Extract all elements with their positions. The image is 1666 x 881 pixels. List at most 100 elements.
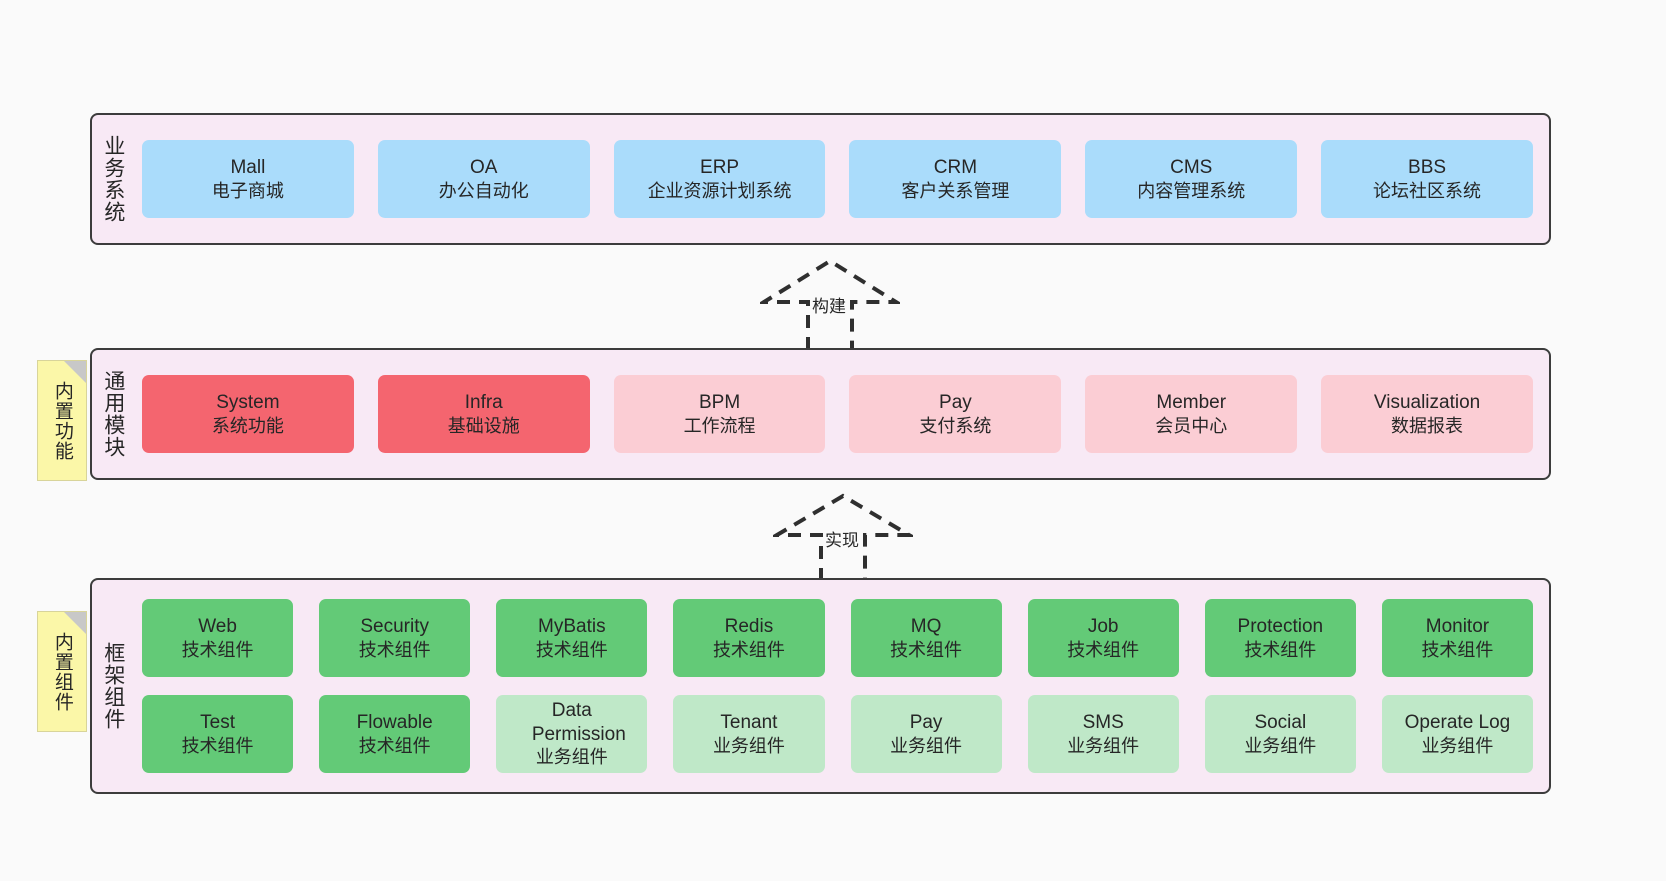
card-cms-en: CMS [1170,157,1213,179]
card-crm-cn: 客户关系管理 [901,180,1010,201]
card-infra[interactable]: Infra 基础设施 [377,375,590,453]
card-job-cn: 技术组件 [1067,639,1140,660]
card-erp-en: ERP [700,157,740,179]
card-redis-cn: 技术组件 [712,639,785,660]
card-visualization[interactable]: Visualization 数据报表 [1321,375,1533,453]
card-data-permission[interactable]: Data Permission 业务组件 [496,695,648,773]
card-job[interactable]: Job 技术组件 [1027,599,1179,677]
card-redis[interactable]: Redis 技术组件 [673,599,825,677]
card-web[interactable]: Web 技术组件 [142,599,294,677]
card-mybatis-en: MyBatis [538,616,606,638]
card-pay-module-cn: 支付系统 [919,415,992,436]
connector-build-label: 构建 [812,297,846,316]
card-mq[interactable]: MQ 技术组件 [850,599,1002,677]
card-social-en: Social [1254,712,1307,734]
card-operate-log[interactable]: Operate Log 业务组件 [1381,695,1533,773]
card-bbs-en: BBS [1408,157,1447,179]
layer-components-body: Web 技术组件 Security 技术组件 MyBatis 技术组件 Redi… [134,580,1549,792]
card-mall-cn: 电子商城 [211,180,284,201]
card-security-en: Security [360,616,429,638]
card-pay-component-cn: 业务组件 [890,735,963,756]
card-monitor-cn: 技术组件 [1421,639,1494,660]
card-pay-component[interactable]: Pay 业务组件 [850,695,1002,773]
layer-components-title: 框架组件 [101,642,125,730]
card-infra-cn: 基础设施 [447,415,520,436]
layer-business-systems: 业务系统 Mall 电子商城 OA 办公自动化 ERP 企业资源计划系统 CRM… [90,113,1551,245]
modules-card-row: System 系统功能 Infra 基础设施 BPM 工作流程 Pay 支付系统… [142,375,1533,453]
card-cms[interactable]: CMS 内容管理系统 [1085,140,1298,218]
card-mall[interactable]: Mall 电子商城 [142,140,354,218]
card-mybatis-cn: 技术组件 [535,639,608,660]
card-tenant-en: Tenant [720,712,778,734]
card-system[interactable]: System 系统功能 [142,375,354,453]
card-test-en: Test [200,712,235,734]
card-erp-cn: 企业资源计划系统 [647,180,792,201]
note-builtin-components: 内置组件 [37,611,87,732]
card-data-permission-en: Data Permission [531,700,626,745]
card-social-cn: 业务组件 [1244,735,1317,756]
card-protection-cn: 技术组件 [1244,639,1317,660]
layer-business-body: Mall 电子商城 OA 办公自动化 ERP 企业资源计划系统 CRM 客户关系… [134,115,1549,243]
card-member-en: Member [1156,392,1227,414]
card-crm-en: CRM [933,157,978,179]
card-oa-en: OA [470,157,498,179]
layer-modules-body: System 系统功能 Infra 基础设施 BPM 工作流程 Pay 支付系统… [134,350,1549,478]
card-infra-en: Infra [464,392,503,414]
card-member[interactable]: Member 会员中心 [1085,375,1298,453]
card-bpm-en: BPM [698,392,741,414]
layer-business-title: 业务系统 [101,135,125,223]
card-crm[interactable]: CRM 客户关系管理 [849,140,1062,218]
card-sms[interactable]: SMS 业务组件 [1027,695,1179,773]
business-card-row: Mall 电子商城 OA 办公自动化 ERP 企业资源计划系统 CRM 客户关系… [142,140,1533,218]
note-builtin-features-text: 内置功能 [51,380,73,461]
card-monitor-en: Monitor [1425,616,1490,638]
card-cms-cn: 内容管理系统 [1137,180,1246,201]
components-tech-row: Web 技术组件 Security 技术组件 MyBatis 技术组件 Redi… [142,599,1533,677]
card-flowable-en: Flowable [356,712,433,734]
card-mq-en: MQ [910,616,942,638]
card-tenant-cn: 业务组件 [712,735,785,756]
card-social[interactable]: Social 业务组件 [1204,695,1356,773]
card-web-cn: 技术组件 [181,639,254,660]
card-protection-en: Protection [1237,616,1324,638]
card-pay-component-en: Pay [909,712,943,734]
note-fold-corner-icon [64,612,86,634]
card-flowable[interactable]: Flowable 技术组件 [319,695,471,773]
card-oa[interactable]: OA 办公自动化 [377,140,590,218]
card-test-cn: 技术组件 [181,735,254,756]
card-test[interactable]: Test 技术组件 [142,695,294,773]
card-redis-en: Redis [724,616,774,638]
card-job-en: Job [1087,616,1119,638]
card-mq-cn: 技术组件 [890,639,963,660]
layer-framework-components: 框架组件 Web 技术组件 Security 技术组件 MyBatis 技术组件… [90,578,1551,794]
card-erp[interactable]: ERP 企业资源计划系统 [613,140,826,218]
card-system-cn: 系统功能 [211,415,284,436]
card-visualization-en: Visualization [1373,392,1481,414]
card-sms-en: SMS [1082,712,1124,734]
card-flowable-cn: 技术组件 [358,735,431,756]
card-pay-module[interactable]: Pay 支付系统 [849,375,1062,453]
card-bpm[interactable]: BPM 工作流程 [613,375,826,453]
card-monitor[interactable]: Monitor 技术组件 [1381,599,1533,677]
card-web-en: Web [198,616,237,638]
card-protection[interactable]: Protection 技术组件 [1204,599,1356,677]
card-visualization-cn: 数据报表 [1391,415,1464,436]
components-business-row: Test 技术组件 Flowable 技术组件 Data Permission … [142,695,1533,773]
note-builtin-components-text: 内置组件 [51,631,73,712]
card-sms-cn: 业务组件 [1067,735,1140,756]
layer-modules-title: 通用模块 [101,370,125,458]
card-member-cn: 会员中心 [1155,415,1228,436]
layer-common-modules: 通用模块 System 系统功能 Infra 基础设施 BPM 工作流程 Pay… [90,348,1551,480]
card-operate-log-en: Operate Log [1404,712,1511,734]
card-bbs-cn: 论坛社区系统 [1373,180,1482,201]
card-bpm-cn: 工作流程 [683,415,756,436]
card-security[interactable]: Security 技术组件 [319,599,471,677]
card-mybatis[interactable]: MyBatis 技术组件 [496,599,648,677]
note-builtin-features: 内置功能 [37,360,87,481]
note-fold-corner-icon [64,361,86,383]
card-mall-en: Mall [230,157,266,179]
connector-implement-label: 实现 [825,531,859,550]
card-bbs[interactable]: BBS 论坛社区系统 [1321,140,1533,218]
card-tenant[interactable]: Tenant 业务组件 [673,695,825,773]
